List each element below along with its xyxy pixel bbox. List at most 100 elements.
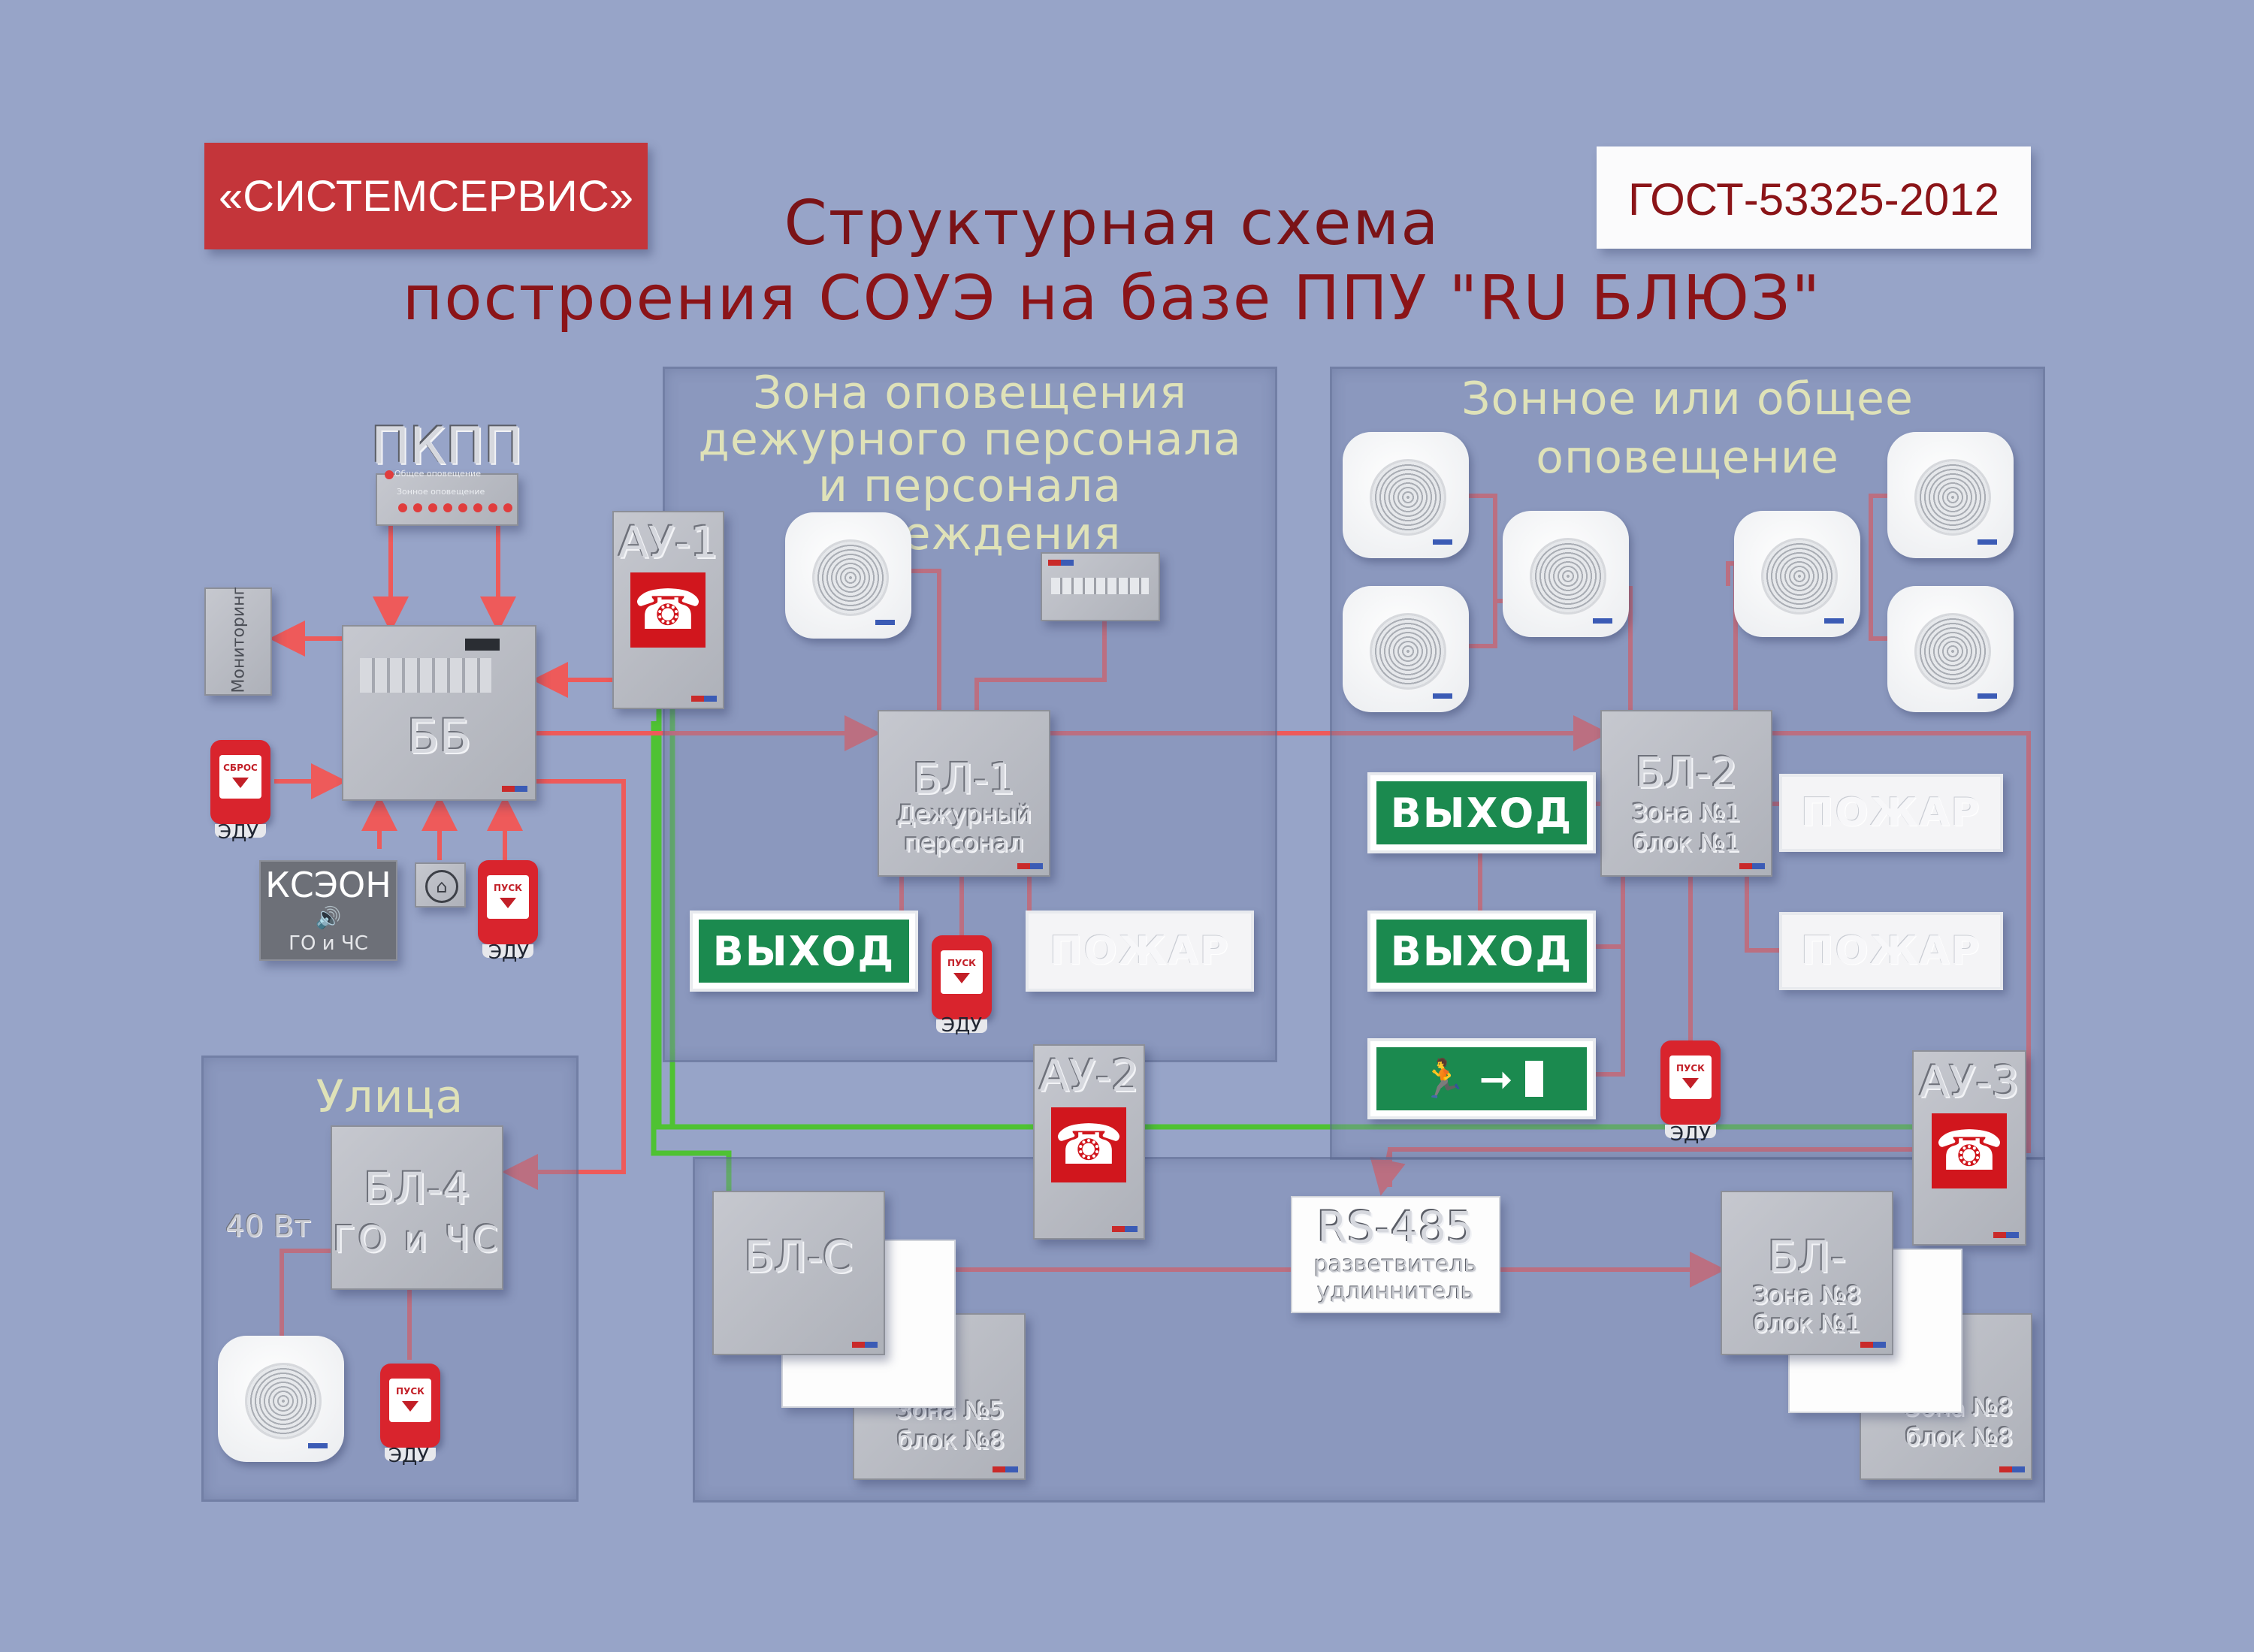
pkpp-led: [473, 503, 482, 512]
edu-start-label: ПУСК: [947, 958, 976, 968]
exit-sign-label: ВЫХОД: [699, 920, 909, 983]
pkpp-led: [503, 503, 512, 512]
pkpp-panel: [376, 473, 518, 526]
brand-logo-icon: [1112, 1226, 1138, 1232]
fire-sign: ПОЖАР: [1779, 912, 2003, 990]
edu-caption: ЭДУ: [388, 1445, 430, 1467]
pkpp-led: [413, 503, 422, 512]
brand-logo-icon: [1999, 1466, 2025, 1472]
gost-label: ГОСТ-53325-2012: [1627, 174, 2000, 225]
brand-logo-icon: [1739, 863, 1765, 869]
edu-caption: ЭДУ: [941, 1014, 983, 1037]
edu-start-button[interactable]: ПУСК: [478, 860, 538, 958]
rs485-sub2: удлиннитель: [1317, 1279, 1474, 1305]
brand-logo-icon: [691, 696, 717, 702]
fire-sign: ПОЖАР: [1026, 911, 1254, 992]
speaker-icon: [1370, 613, 1446, 690]
speaker-device: [785, 512, 911, 639]
pkpp-led: [443, 503, 452, 512]
brand-logo-icon: [1860, 1342, 1886, 1348]
keypad-icon: [360, 658, 491, 693]
pkpp-led: [385, 470, 394, 479]
bb-unit: ББ: [342, 625, 536, 801]
bln-sub2: блок №1: [1753, 1309, 1861, 1338]
speaker-icon: [812, 539, 889, 616]
running-man-icon: 🏃: [1420, 1056, 1469, 1101]
edu-start-button[interactable]: ПУСК: [1660, 1040, 1721, 1138]
speaker-icon: [1914, 613, 1991, 690]
speaker-device: [1887, 586, 2014, 712]
brand-logo-icon: [993, 1466, 1018, 1472]
exit-sign: ВЫХОД: [690, 911, 918, 992]
edu-start-button[interactable]: ПУСК: [932, 935, 992, 1033]
bb-label: ББ: [406, 709, 472, 764]
edu-caption: ЭДУ: [217, 821, 259, 844]
arrow-down-icon: [1682, 1078, 1699, 1089]
au1-unit: АУ-1 ☎: [612, 511, 724, 709]
brand-logo-icon: [502, 786, 527, 792]
brand-logo-icon: [1993, 1232, 2019, 1238]
bl2-sub1: Зона №1: [1632, 799, 1741, 827]
zone-duty-title-3: и персонала учреждения: [817, 460, 1122, 560]
bl2-sub2: блок №1: [1633, 829, 1740, 857]
au3-label: АУ-3: [1919, 1056, 2020, 1107]
exit-sign-label: ВЫХОД: [1376, 781, 1587, 844]
keypad-unit: [1041, 552, 1160, 621]
phone-icon: ☎: [1932, 1113, 2007, 1188]
fire-sign: ПОЖАР: [1779, 774, 2003, 852]
bln-label: БЛ-: [1767, 1231, 1847, 1282]
phone-icon: ☎: [630, 572, 706, 648]
monitoring-box: Мониторинг: [204, 587, 272, 696]
kseon-sub: ГО и ЧС: [289, 932, 368, 955]
bl1-sub1: Дежурный: [896, 800, 1032, 829]
zone-duty-title-2: дежурного персонала: [698, 413, 1242, 466]
brand-logo-icon: [1048, 560, 1074, 566]
pkpp-led: [428, 503, 437, 512]
bl1-sub2: персонал: [904, 829, 1024, 857]
brand-logo-icon: [852, 1342, 878, 1348]
blc-back2: блок №8: [897, 1426, 1005, 1454]
pkpp-row2: Зонное оповещение: [397, 487, 485, 497]
arrow-right-icon: ➞: [1479, 1055, 1515, 1103]
company-badge: «СИСТЕМСЕРВИС»: [204, 143, 648, 249]
page-title-line1: Структурная схема: [784, 188, 1440, 259]
bl4-label: БЛ-4: [364, 1163, 470, 1214]
bl1-unit: БЛ-1 Дежурный персонал: [878, 710, 1050, 877]
speaker-device: [1503, 511, 1629, 637]
pkpp-led: [488, 503, 497, 512]
arrow-down-icon: [402, 1401, 418, 1412]
arrow-down-icon: [953, 973, 970, 983]
rs485-label: RS-485: [1317, 1202, 1474, 1253]
bl1-label: БЛ-1: [912, 755, 1016, 804]
exit-sign-label: ВЫХОД: [1376, 920, 1587, 983]
edu-reset-button[interactable]: СБРОС: [210, 740, 270, 838]
blc-unit: БЛ-С: [712, 1191, 885, 1355]
edu-start-label: ПУСК: [494, 883, 522, 893]
bln-back: блок №8: [1905, 1423, 2013, 1451]
edu-start-button[interactable]: ПУСК: [380, 1364, 440, 1461]
edu-start-label: ПУСК: [1676, 1063, 1705, 1074]
pkpp-led: [458, 503, 467, 512]
speaker-icon: [1761, 538, 1838, 615]
kseon-box: КСЭОН 🔊 ГО и ЧС: [259, 860, 397, 961]
speaker-icon: [1530, 538, 1606, 615]
zone-duty-title-1: Зона оповещения: [753, 367, 1187, 419]
display-icon: [465, 639, 500, 651]
edu-caption: ЭДУ: [488, 941, 530, 964]
rs485-sub1: разветвитель: [1314, 1252, 1477, 1278]
zone-street-title: Улица: [316, 1071, 464, 1123]
speaker-device: [218, 1336, 344, 1462]
company-name: «СИСТЕМСЕРВИС»: [219, 172, 633, 221]
arrow-down-icon: [232, 778, 249, 788]
keypad-icon: [1051, 578, 1149, 594]
exit-sign: ВЫХОД: [1367, 911, 1596, 992]
edu-reset-label: СБРОС: [223, 763, 258, 773]
speaker-icon: [245, 1363, 322, 1439]
bell-device: ⌂: [415, 862, 466, 908]
edu-start-label: ПУСК: [396, 1386, 425, 1397]
speaker-device: [1734, 511, 1860, 637]
evacuation-sign: 🏃 ➞: [1367, 1038, 1596, 1119]
bell-icon: ⌂: [425, 870, 458, 903]
phone-icon: ☎: [1051, 1107, 1126, 1182]
speaker-device: [1343, 432, 1469, 558]
